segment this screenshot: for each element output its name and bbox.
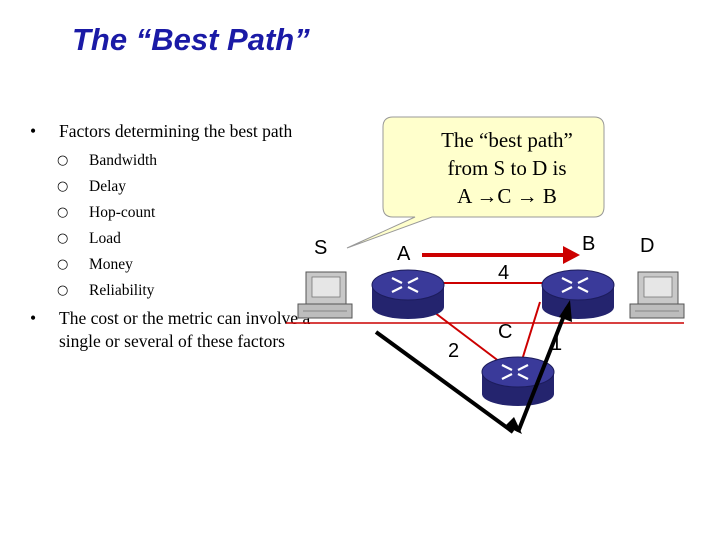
bullet-factors: • Factors determining the best path [30, 120, 350, 142]
factor-label: Money [89, 256, 133, 273]
circle-bullet-icon: ○ [57, 231, 69, 246]
callout-line: A →C → B [457, 184, 557, 208]
router-a-icon [371, 269, 445, 319]
host-d-icon [629, 271, 685, 319]
path-arrowhead-b [559, 300, 572, 322]
factor-item: ○ Money [30, 252, 350, 278]
circle-bullet-icon: ○ [57, 283, 69, 298]
circle-bullet-icon: ○ [57, 179, 69, 194]
router-a-label: A [397, 243, 411, 265]
link-c-b [521, 301, 541, 361]
factor-label: Load [89, 230, 121, 247]
factors-heading: Factors determining the best path [59, 121, 293, 141]
circle-bullet-icon: ○ [57, 153, 69, 168]
cost-note: The cost or the metric can involve a sin… [59, 308, 311, 351]
callout-text: The “best path” from S to D is A →C → B [384, 126, 630, 210]
bullet-list: • Factors determining the best path ○ Ban… [30, 120, 350, 353]
bullet-dot: • [30, 308, 37, 328]
factor-item: ○ Hop-count [30, 200, 350, 226]
bullet-dot: • [30, 121, 37, 141]
circle-bullet-icon: ○ [57, 205, 69, 220]
path-arrow-a-c [374, 330, 515, 434]
circle-bullet-icon: ○ [57, 257, 69, 272]
cost-label-a-c: 2 [448, 340, 460, 362]
cost-label-c-b: 1 [551, 333, 563, 355]
callout-line: The “best path” [441, 128, 573, 152]
factor-item: ○ Bandwidth [30, 148, 350, 174]
path-arrowhead-c [505, 417, 522, 434]
factor-label: Reliability [89, 282, 155, 299]
factor-label: Bandwidth [89, 152, 158, 169]
factor-item: ○ Load [30, 226, 350, 252]
page-title: The “Best Path” [72, 22, 310, 57]
callout-bubble [346, 116, 605, 249]
bullet-cost: • The cost or the metric can involve a s… [30, 307, 350, 353]
factor-list: ○ Bandwidth ○ Delay ○ Hop-count ○ Load ○ Mone… [30, 148, 350, 304]
router-c-label: C [498, 321, 513, 343]
cost-label-a-b: 4 [498, 262, 510, 284]
path-arrow-c-b [516, 307, 569, 433]
host-s-label: S [314, 237, 328, 259]
callout-line: from S to D is [447, 156, 567, 180]
router-b-icon [541, 269, 615, 319]
host-s-icon [297, 271, 353, 319]
host-d-label: D [640, 235, 655, 257]
factor-item: ○ Delay [30, 174, 350, 200]
highlight-arrowhead [563, 246, 580, 264]
router-b-label: B [582, 233, 596, 255]
factor-item: ○ Reliability [30, 278, 350, 304]
factor-label: Delay [89, 178, 127, 195]
factor-label: Hop-count [89, 204, 156, 221]
